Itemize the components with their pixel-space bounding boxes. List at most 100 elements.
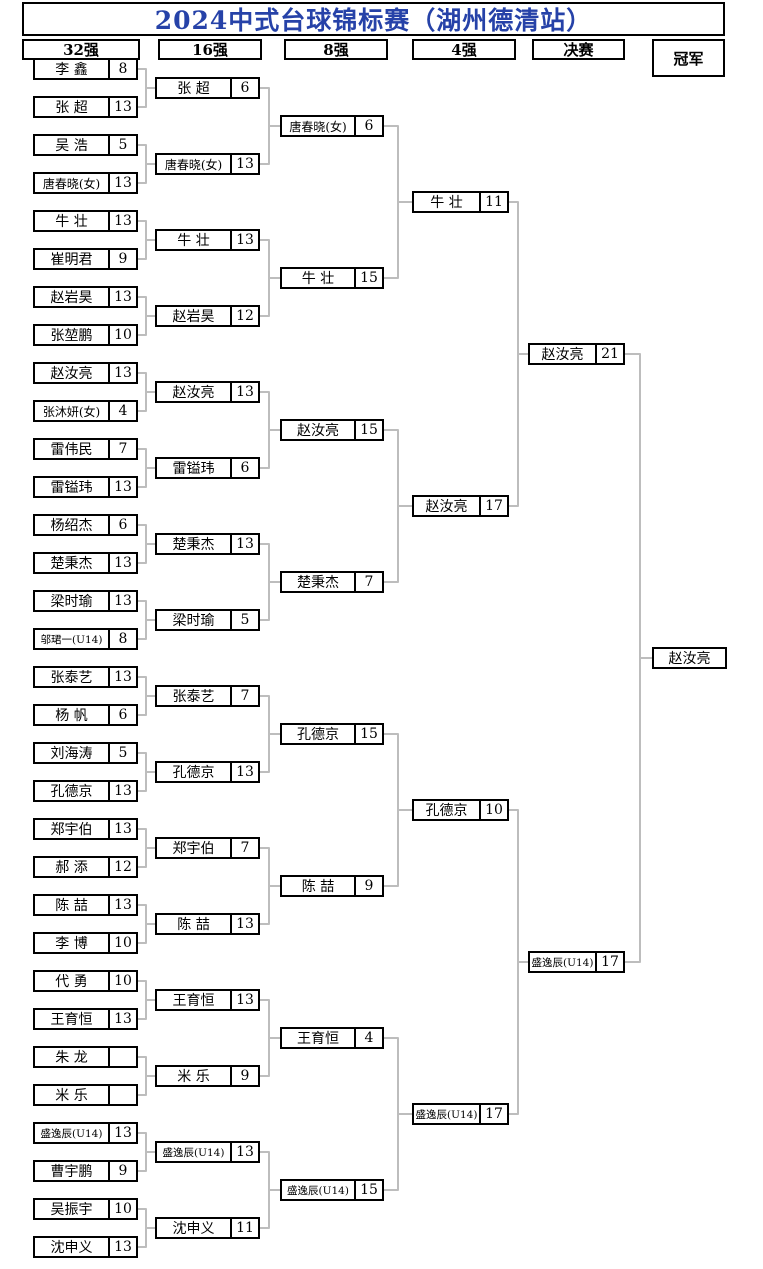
player-score: 10	[108, 972, 136, 990]
player-name: 杨绍杰	[50, 518, 93, 534]
player-score: 8	[108, 630, 136, 648]
player-score: 10	[479, 801, 507, 819]
player-score: 21	[595, 345, 623, 363]
player-name: 唐春晓(女)	[42, 176, 101, 191]
player-name: 雷伟民	[50, 442, 93, 458]
player-score: 15	[354, 269, 382, 287]
player-name: 朱 龙	[55, 1050, 88, 1066]
round_of_16-box-2: 唐春晓(女)13	[155, 153, 260, 175]
player-score: 13	[108, 592, 136, 610]
round_of_32-box-27: 朱 龙	[33, 1046, 138, 1068]
player-name: 楚秉杰	[297, 575, 339, 591]
round_of_32-box-24: 李 博 10	[33, 932, 138, 954]
player-score: 13	[108, 554, 136, 572]
round_of_32-box-23: 陈 喆 13	[33, 894, 138, 916]
semifinals-box-2: 赵汝亮 17	[412, 495, 509, 517]
player-name: 赵岩昊	[50, 290, 93, 306]
player-score: 13	[230, 991, 258, 1009]
quarterfinals-box-8: 盛逸辰(U14)15	[280, 1179, 384, 1201]
player-score	[108, 1048, 136, 1066]
round_of_32-box-26: 王育恒 13	[33, 1008, 138, 1030]
player-name: 张 超	[55, 100, 88, 116]
player-name: 王育恒	[172, 993, 215, 1009]
player-score: 5	[108, 744, 136, 762]
player-name: 李 鑫	[55, 62, 88, 78]
player-score: 13	[230, 1143, 258, 1161]
player-name: 郝 添	[55, 860, 88, 876]
player-score: 13	[230, 915, 258, 933]
player-name: 赵汝亮	[50, 366, 93, 382]
player-name: 牛 壮	[55, 214, 88, 230]
player-score: 13	[108, 1238, 136, 1256]
player-name: 牛 壮	[177, 233, 210, 249]
player-score: 17	[479, 497, 507, 515]
round_of_16-box-15: 盛逸辰(U14) 13	[155, 1141, 260, 1163]
player-score: 13	[230, 155, 258, 173]
player-name: 刘海涛	[50, 746, 93, 762]
quarterfinals-box-2: 牛 壮 15	[280, 267, 384, 289]
tournament-title: 2024中式台球锦标赛（湖州德清站）	[22, 2, 725, 36]
player-name: 盛逸辰(U14)	[531, 956, 594, 969]
player-name: 陈 喆	[55, 898, 88, 914]
player-score: 13	[108, 1010, 136, 1028]
player-name: 陈 喆	[177, 917, 210, 933]
player-name: 米 乐	[177, 1069, 210, 1085]
player-name: 张 超	[177, 81, 210, 97]
round_of_32-box-4: 唐春晓(女)13	[33, 172, 138, 194]
player-score: 13	[108, 1124, 136, 1142]
player-name: 盛逸辰(U14)	[162, 1146, 225, 1159]
player-score: 4	[108, 402, 136, 420]
player-name: 牛 壮	[430, 195, 463, 211]
player-name: 赵汝亮	[668, 651, 711, 667]
round_of_32-box-32: 沈申义 13	[33, 1236, 138, 1258]
player-name: 王育恒	[50, 1012, 93, 1028]
round_of_16-box-12: 陈 喆 13	[155, 913, 260, 935]
round_of_32-box-16: 邬珺一(U14)8	[33, 628, 138, 650]
player-name: 陈 喆	[301, 879, 335, 895]
player-name: 张泰艺	[172, 689, 215, 705]
player-score: 7	[230, 839, 258, 857]
player-name: 吴振宇	[50, 1202, 93, 1218]
player-name: 张沐妍(女)	[42, 404, 101, 419]
round_of_32-box-28: 米 乐	[33, 1084, 138, 1106]
champion-box: 赵汝亮	[652, 647, 727, 669]
round-header-4: 4强	[412, 39, 516, 60]
player-name: 赵汝亮	[425, 499, 468, 515]
round_of_16-box-13: 王育恒 13	[155, 989, 260, 1011]
player-score: 7	[230, 687, 258, 705]
player-name: 沈申义	[50, 1240, 93, 1256]
player-score: 13	[230, 383, 258, 401]
round_of_16-box-9: 张泰艺 7	[155, 685, 260, 707]
player-score: 10	[108, 934, 136, 952]
player-name: 牛 壮	[301, 271, 335, 287]
final-box-2: 盛逸辰(U14)17	[528, 951, 625, 973]
player-score: 13	[108, 896, 136, 914]
player-score: 13	[108, 668, 136, 686]
round_of_32-box-25: 代 勇 10	[33, 970, 138, 992]
player-score: 12	[108, 858, 136, 876]
player-name: 孔德京	[297, 727, 339, 743]
player-name: 李 博	[55, 936, 88, 952]
player-name: 张堃鹏	[50, 328, 93, 344]
round_of_16-box-14: 米 乐 9	[155, 1065, 260, 1087]
player-name: 代 勇	[55, 974, 88, 990]
player-score: 7	[354, 573, 382, 591]
player-score: 9	[230, 1067, 258, 1085]
player-score: 15	[354, 1181, 382, 1199]
